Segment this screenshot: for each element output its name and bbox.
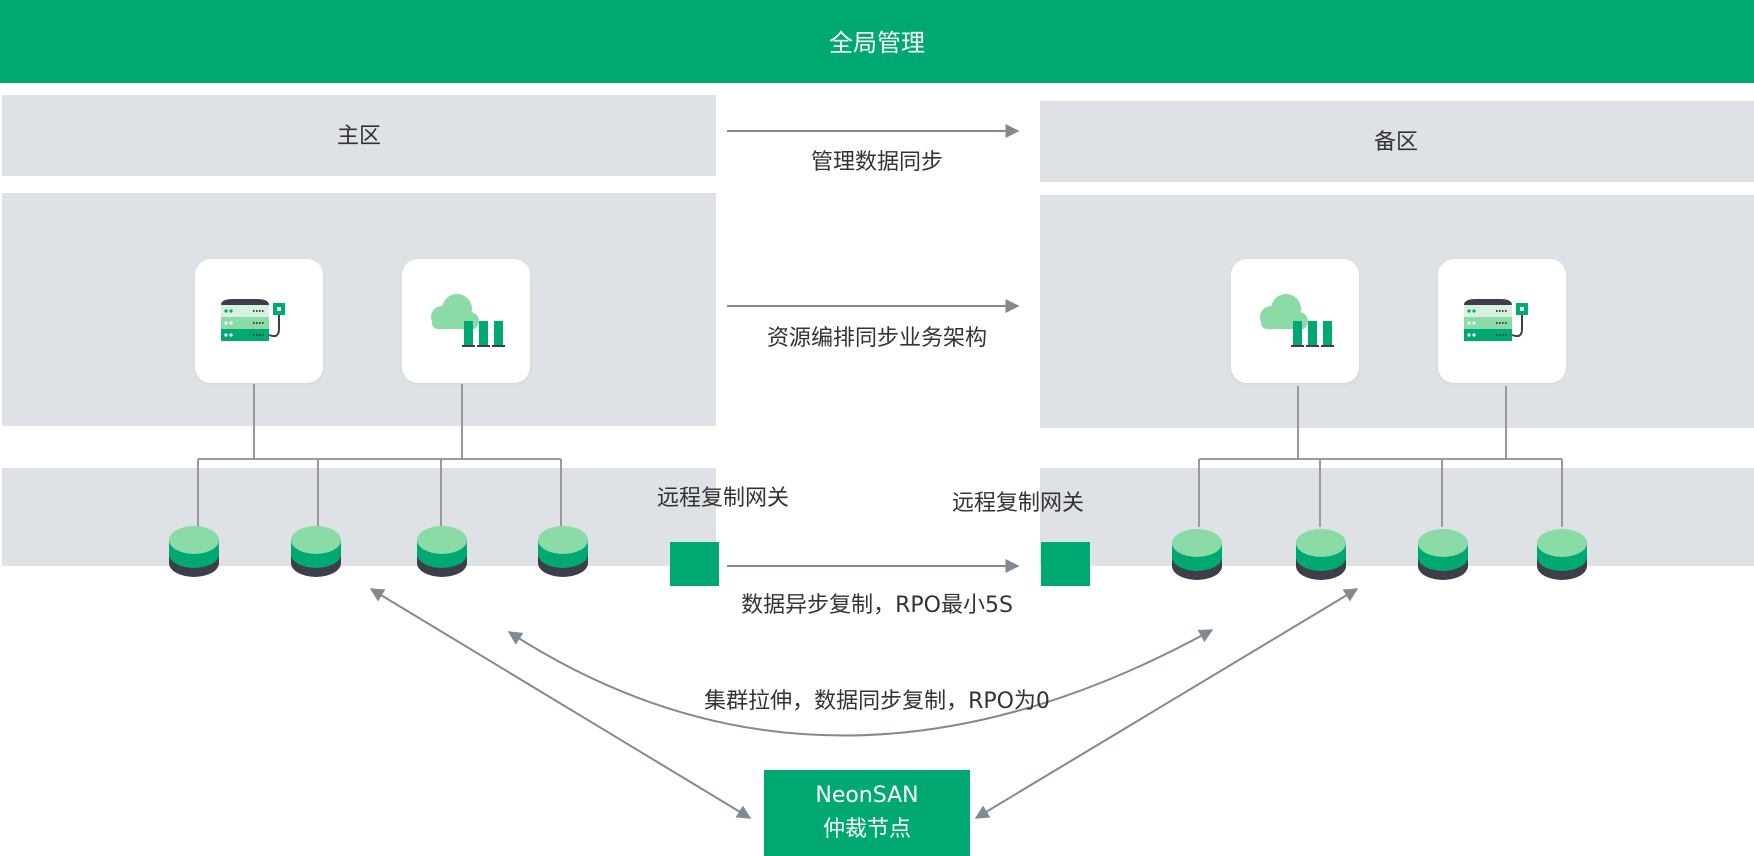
primary-cloud-storage-card xyxy=(402,259,530,383)
global-management-banner xyxy=(0,0,1754,83)
primary-zone-title: 主区 xyxy=(336,124,382,149)
arbiter-node-name: NeonSAN xyxy=(815,783,919,808)
backup-zone-resource-panel xyxy=(1040,195,1754,428)
cloud-storage-icon xyxy=(431,294,505,347)
primary-zone-storage-panel xyxy=(2,468,716,566)
arbiter-to-backup-arrow xyxy=(974,588,1359,819)
backup-zone-storage-panel xyxy=(1040,468,1754,566)
cloud-storage-icon xyxy=(1260,294,1334,347)
backup-gateway-label: 远程复制网关 xyxy=(952,491,1085,516)
primary-disk-1-icon xyxy=(169,526,219,577)
primary-disk-4-icon xyxy=(538,526,588,577)
arbiter-node-role: 仲裁节点 xyxy=(822,817,911,842)
backup-gateway-block xyxy=(1041,542,1090,586)
backup-disk-3-icon xyxy=(1418,529,1468,580)
primary-disk-3-icon xyxy=(417,526,467,577)
backup-zone-title: 备区 xyxy=(1373,130,1419,155)
primary-server-card xyxy=(195,259,323,383)
stretch-cluster-curve-arrow xyxy=(507,629,1214,737)
primary-zone-connector-tree xyxy=(197,384,562,527)
primary-gateway-label: 远程复制网关 xyxy=(657,486,790,511)
management-sync-label: 管理数据同步 xyxy=(810,150,944,175)
backup-server-card xyxy=(1438,259,1566,383)
primary-disk-2-icon xyxy=(291,526,341,577)
primary-gateway-block xyxy=(670,542,719,586)
server-icon xyxy=(1464,299,1528,341)
banner-title: 全局管理 xyxy=(829,29,925,57)
backup-disk-2-icon xyxy=(1296,529,1346,580)
async-replication-label: 数据异步复制，RPO最小5S xyxy=(741,593,1013,618)
arbiter-node-box: NeonSAN 仲裁节点 xyxy=(764,770,970,856)
primary-zone-header-panel xyxy=(2,95,716,176)
primary-zone-resource-panel xyxy=(2,193,716,426)
backup-zone-header-panel xyxy=(1040,101,1754,182)
arbiter-to-primary-arrow xyxy=(369,588,752,819)
backup-cloud-storage-card xyxy=(1231,259,1359,383)
resource-sync-label: 资源编排同步业务架构 xyxy=(766,326,988,351)
server-icon xyxy=(221,299,285,341)
backup-zone-connector-tree xyxy=(1198,386,1563,527)
backup-disk-1-icon xyxy=(1172,529,1222,580)
backup-disk-4-icon xyxy=(1537,529,1587,580)
stretch-cluster-label: 集群拉伸，数据同步复制，RPO为0 xyxy=(704,689,1050,714)
